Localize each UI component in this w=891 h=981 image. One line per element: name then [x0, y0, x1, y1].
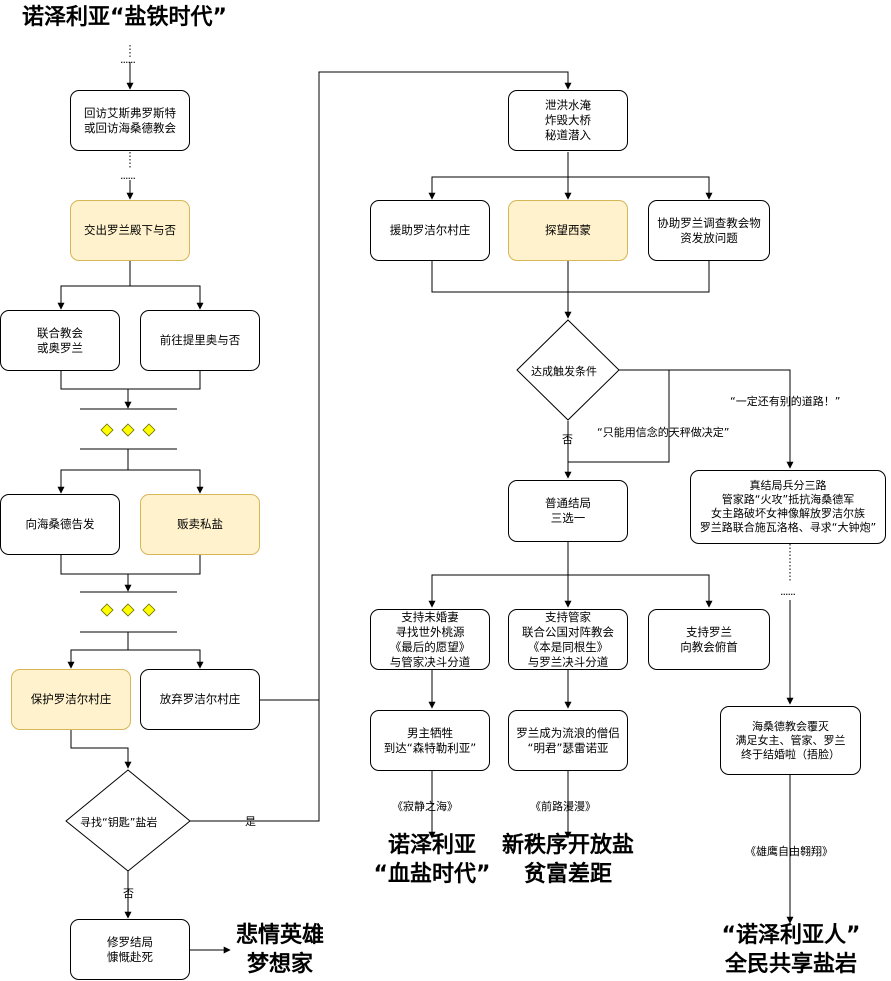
node-sacrifice: 男主牺牲 到达“森特勒利亚” [370, 710, 490, 771]
merge-diamond [100, 423, 114, 437]
merge-diamond [142, 603, 156, 617]
node-normal: 普通结局 三选一 [508, 480, 628, 542]
node-visitsidney: 探望西蒙 [508, 200, 628, 261]
node-smuggle: 贩卖私盐 [140, 494, 260, 555]
ellipsis-right: ...... [780, 585, 796, 598]
decision-trigger-diamond [516, 319, 620, 421]
node-fiancee: 支持未婚妻 寻找世外桃源 《最后的愿望》 与管家决斗分道 [370, 609, 490, 670]
decision-key-diamond [65, 769, 191, 872]
node-trigger: 达成触发条件 [531, 365, 597, 378]
merge-diamond [121, 603, 135, 617]
node-tirio: 前往提里奥与否 [140, 310, 260, 371]
diagram-title: 诺泽利亚“盐铁时代” [22, 5, 227, 30]
node-investigate: 协助罗兰调查教会物 资发放问题 [648, 200, 770, 261]
node-handover: 交出罗兰殿下与否 [70, 200, 190, 261]
label-song-eagle: 《雄鹰自由翱翔》 [745, 845, 833, 858]
node-trueend: 真结局兵分三路 管家路“火攻”抵抗海桑德军 女主路破坏女神像解放罗洁尔族 罗兰路… [690, 470, 886, 544]
ending-neworder: 新秩序开放盐 贫富差距 [501, 833, 634, 887]
merge-diamond [100, 603, 114, 617]
label-no-key: 否 [123, 887, 134, 900]
node-monk: 罗兰成为流浪的僧侣 “明君”瑟雷诺亚 [508, 710, 628, 771]
node-protect: 保护罗洁尔村庄 [11, 669, 131, 730]
ellipsis-mid: ...... [120, 169, 136, 182]
node-abandon: 放弃罗洁尔村庄 [140, 669, 260, 730]
ending-people: “诺泽利亚人” 全民共享盐岩 [721, 923, 861, 977]
node-destroy: 海桑德教会覆灭 满足女主、管家、罗兰 终于结婚啦（捂脸） [720, 706, 861, 775]
label-yes: 是 [245, 815, 256, 828]
node-asura: 修罗结局 慷慨赴死 [70, 919, 190, 980]
ending-bloodsalt: 诺泽利亚 “血盐时代” [373, 833, 491, 887]
ellipsis-top: ...... [120, 53, 136, 66]
node-ally: 联合教会 或奥罗兰 [0, 310, 120, 371]
label-song-long-road: 《前路漫漫》 [530, 800, 596, 813]
ending-tragic: 悲情英雄 梦想家 [235, 923, 324, 977]
merge-diamond [142, 423, 156, 437]
node-butler: 支持管家 联合公国对阵教会 《本是同根生》 与罗兰决斗分道 [508, 609, 628, 670]
node-key: 寻找“钥匙”盐岩 [80, 816, 158, 829]
node-roland: 支持罗兰 向教会俯首 [648, 609, 770, 670]
label-song-silent-sea: 《寂静之海》 [392, 800, 458, 813]
label-another: “一定还有别的道路！” [730, 395, 841, 408]
node-revisit: 回访艾斯弗罗斯特 或回访海桑德教会 [70, 90, 190, 151]
node-aidvillage: 援助罗洁尔村庄 [370, 200, 490, 261]
label-scale: “只能用信念的天秤做决定” [597, 426, 730, 439]
merge-diamond [121, 423, 135, 437]
node-report: 向海桑德告发 [0, 494, 120, 555]
label-no-trigger: 否 [562, 433, 573, 446]
node-flood: 泄洪水淹 炸毁大桥 秘道潜入 [508, 90, 628, 151]
